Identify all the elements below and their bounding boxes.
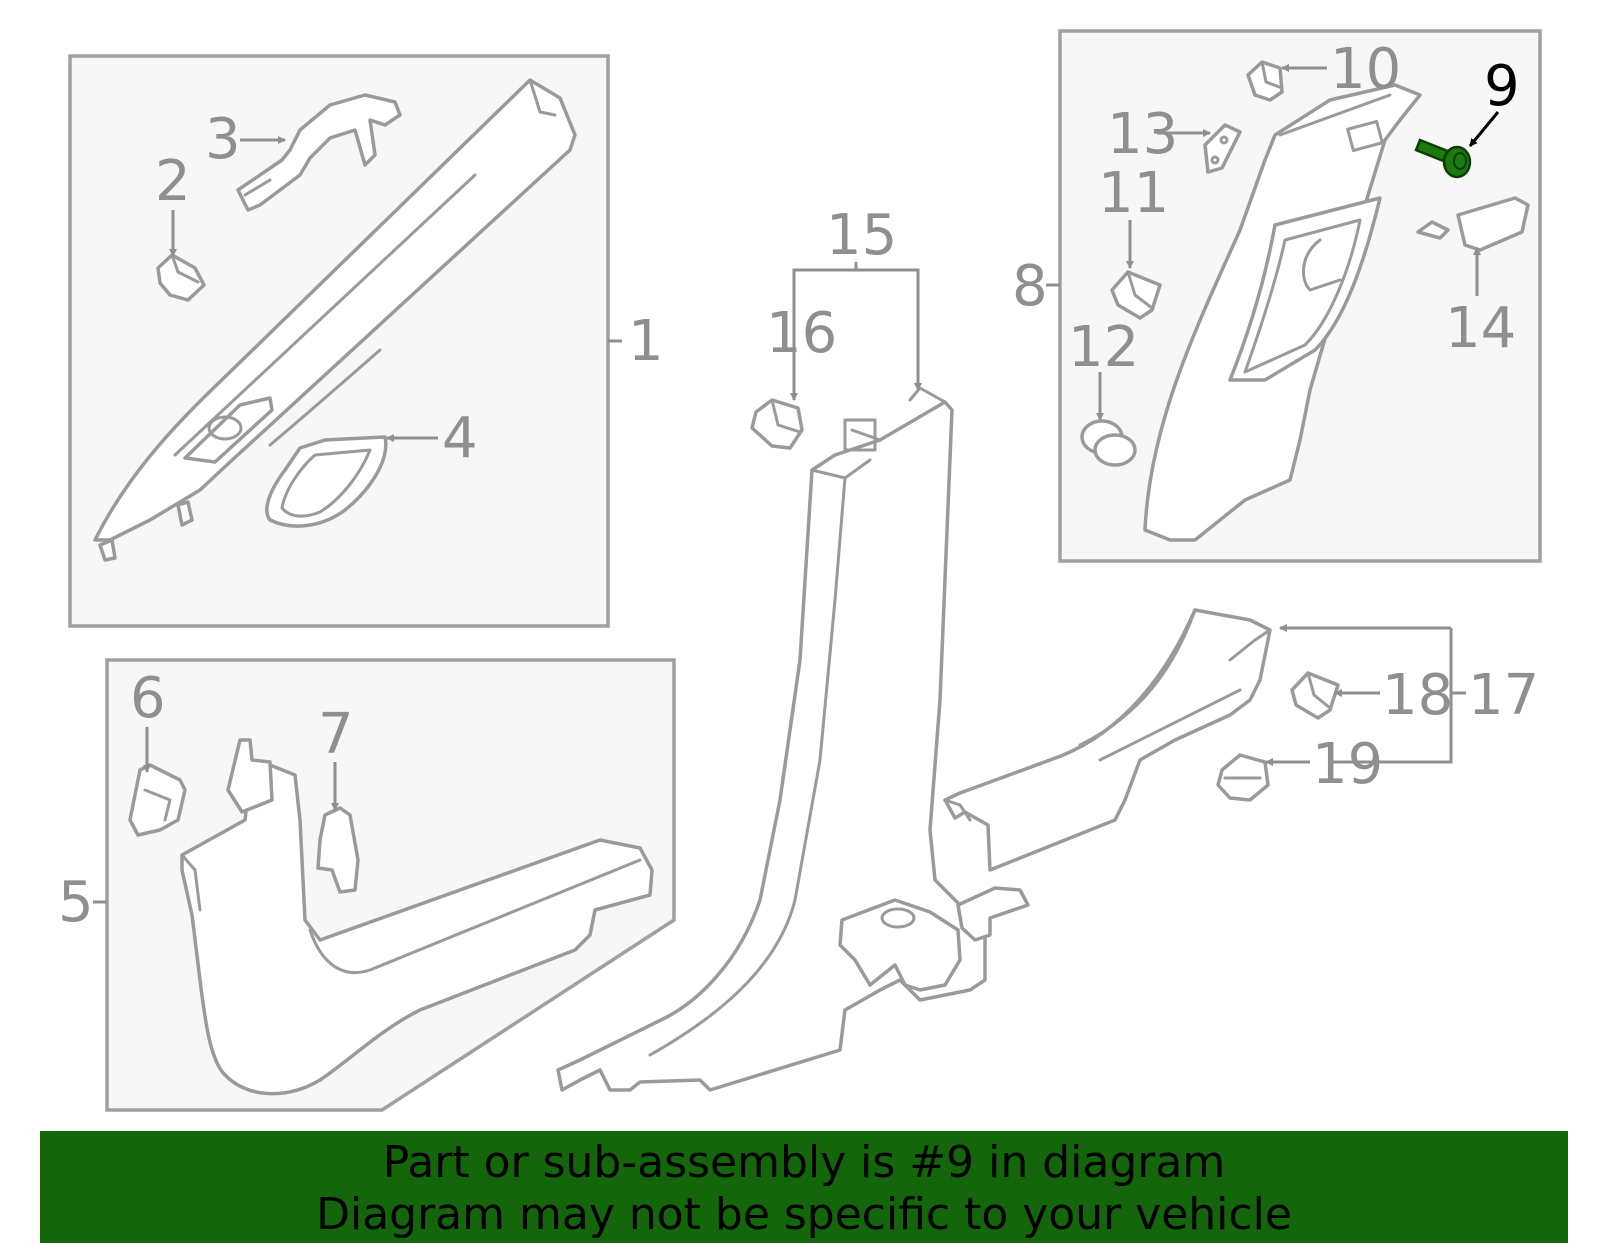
callout-10: 10	[1330, 37, 1401, 102]
part-2-clip	[156, 253, 206, 302]
callout-19: 19	[1312, 732, 1383, 797]
group-box-1	[68, 54, 610, 628]
callout-9: 9	[1484, 54, 1520, 119]
callout-17: 17	[1468, 663, 1539, 728]
part-3-handle	[236, 93, 402, 212]
callout-18: 18	[1382, 663, 1453, 728]
group-box-8	[1058, 29, 1542, 563]
callout-4: 4	[442, 406, 478, 471]
part-4-grille	[265, 435, 388, 528]
callout-13: 13	[1107, 102, 1178, 167]
notice-banner: Part or sub-assembly is #9 in diagram Di…	[40, 1131, 1568, 1243]
part-11-clip	[1110, 270, 1162, 320]
callout-16: 16	[766, 301, 837, 366]
banner-line-1: Part or sub-assembly is #9 in diagram	[382, 1137, 1226, 1188]
a-pillar-trim	[93, 78, 577, 562]
callout-15: 15	[826, 203, 897, 268]
callout-5: 5	[58, 870, 94, 935]
part-9-bolt	[1414, 138, 1472, 179]
callout-labels: 1 2 3 4 5 6 7 8 9 10 11 12 13 14 15 16 1…	[58, 37, 1539, 935]
leader-lines	[93, 64, 1500, 904]
banner-line-2: Diagram may not be specific to your vehi…	[316, 1189, 1292, 1240]
group-box-5	[105, 658, 676, 1112]
rear-lower-trim	[943, 608, 1272, 872]
part-7-fastener	[316, 806, 360, 894]
b-pillar-upper-trim	[1143, 83, 1422, 542]
b-pillar-lower-trim	[556, 386, 1030, 1092]
part-6-clip	[128, 763, 187, 837]
part-16-clip	[750, 398, 804, 450]
callout-14: 14	[1445, 296, 1516, 361]
callout-11: 11	[1098, 161, 1169, 226]
part-10-clip	[1246, 60, 1284, 102]
callout-12: 12	[1068, 315, 1139, 380]
part-19-clip	[1216, 753, 1270, 802]
part-18-clip	[1290, 671, 1340, 720]
callout-2: 2	[155, 149, 191, 214]
part-13-bracket	[1203, 123, 1242, 174]
sill-trim	[180, 738, 654, 1096]
callout-1: 1	[628, 309, 664, 374]
part-12-grommet	[1080, 419, 1137, 467]
callout-3: 3	[205, 107, 241, 172]
part-14-button	[1416, 196, 1530, 252]
callout-7: 7	[318, 702, 354, 767]
callout-8: 8	[1012, 254, 1048, 319]
callout-6: 6	[130, 666, 166, 731]
